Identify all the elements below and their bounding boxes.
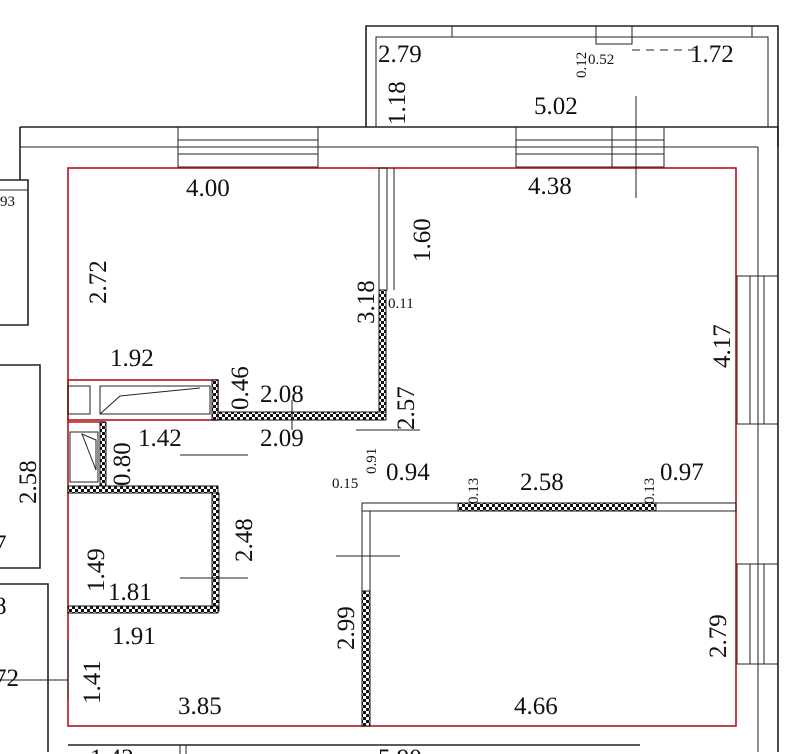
dim-label: 4.17: [709, 324, 736, 368]
dim-label: 2.08: [260, 381, 304, 408]
dim-label: 4.00: [186, 175, 230, 202]
dim-label: 0.94: [386, 459, 430, 486]
dim-label: 2.58: [15, 460, 42, 504]
dim-label: 0.52: [588, 52, 614, 68]
dimension-labels: 2.79 1.18 0.12 0.52 1.72 5.02 4.00 4.38 …: [0, 41, 736, 754]
apartment-outline: [67, 167, 737, 727]
windows: [177, 25, 779, 665]
dim-label: 2.72: [85, 260, 112, 304]
dim-label: 4.66: [514, 693, 558, 720]
dim-label: 72: [0, 665, 19, 692]
dim-label: 1.60: [409, 218, 436, 262]
dim-label: 2.79: [705, 614, 732, 658]
dim-label: 3.85: [178, 693, 222, 720]
window-right-top: [736, 275, 779, 425]
dim-label: 0.11: [388, 296, 414, 312]
dim-label: 1.81: [108, 579, 152, 606]
dim-label: 2.79: [378, 41, 422, 68]
dim-label: 0.91: [364, 448, 380, 474]
dim-label: 1.18: [384, 81, 411, 125]
dim-label: 1.42: [90, 745, 134, 754]
window-top-left: [177, 126, 319, 168]
dim-label: 0.12: [574, 52, 590, 78]
bottom-strip: [68, 744, 640, 754]
dim-label: 0.13: [642, 478, 658, 504]
dim-label: 3.18: [353, 280, 380, 324]
dim-label: 1.92: [110, 345, 154, 372]
dim-label: 4.38: [528, 173, 572, 200]
dim-label: 2.48: [231, 518, 258, 562]
window-balcony: [451, 25, 753, 38]
window-top-right: [515, 126, 665, 168]
dim-label: 2.57: [393, 386, 420, 430]
dim-label: 8: [0, 593, 7, 620]
dim-label: 7: [0, 531, 7, 558]
dim-label: 0.46: [227, 366, 254, 410]
dim-label: 0.97: [660, 459, 704, 486]
dim-label: 5.90: [378, 745, 422, 754]
dim-label: 2.99: [333, 606, 360, 650]
dimension-lines: [0, 96, 664, 700]
dim-label: 1.41: [79, 660, 106, 704]
interior-walls: [67, 167, 737, 727]
dim-label: 5.02: [534, 93, 578, 120]
dim-label: 0.13: [466, 478, 482, 504]
dim-label: 93: [0, 194, 15, 210]
dim-label: 1.42: [138, 425, 182, 452]
dim-label: 2.09: [260, 425, 304, 452]
dim-label: 1.72: [690, 41, 734, 68]
dim-label: 0.15: [332, 476, 358, 492]
dim-label: 1.49: [83, 548, 110, 592]
window-right-bottom: [736, 563, 779, 665]
dim-label: 1.91: [112, 623, 156, 650]
dim-label: 2.58: [520, 469, 564, 496]
dim-label: 0.80: [109, 442, 136, 486]
